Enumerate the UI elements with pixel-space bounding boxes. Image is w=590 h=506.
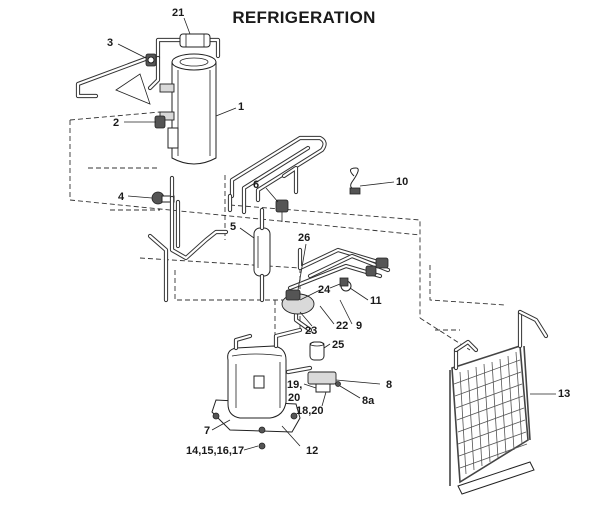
compressor-12: [211, 327, 303, 450]
valve-3: [145, 53, 157, 67]
valve-6: [275, 199, 289, 222]
callout-20: 20: [288, 392, 300, 404]
callout-7: 7: [204, 425, 210, 437]
page-title: REFRIGERATION: [232, 8, 376, 27]
callout-5: 5: [230, 221, 236, 233]
callout-1: 1: [238, 101, 244, 113]
canister-25: [309, 341, 325, 361]
callout-19: 19,: [287, 379, 302, 391]
callout-11: 11: [370, 295, 382, 307]
callout-2: 2: [113, 117, 119, 129]
callout-22: 22: [336, 320, 348, 332]
valve-2: [154, 115, 166, 129]
callout-4: 4: [118, 191, 125, 203]
callout-3: 3: [107, 37, 113, 49]
callout-13: 13: [558, 388, 570, 400]
callout-23: 23: [305, 325, 317, 337]
filter-5: [253, 207, 271, 303]
callout-26: 26: [298, 232, 310, 244]
callout-25: 25: [332, 339, 344, 351]
valve-manifold-assembly: [281, 247, 391, 333]
sensor-probe-10: [349, 167, 361, 195]
callout-14-17: 14,15,16,17: [186, 445, 244, 457]
callout-6: 6: [253, 179, 259, 191]
callout-12: 12: [306, 445, 318, 457]
callout-24: 24: [318, 284, 331, 296]
callout-18-20: 18,20: [296, 405, 324, 417]
valve-4: [147, 175, 229, 303]
dashed-connection-lines: [69, 111, 506, 355]
callout-9: 9: [356, 320, 362, 332]
middle-coil-tubing: [227, 135, 327, 215]
drier-21: [179, 33, 211, 48]
leader-lines: [117, 17, 556, 451]
evaporator-coil-13: [449, 309, 549, 495]
callout-21: 21: [172, 7, 184, 19]
callout-8: 8: [386, 379, 392, 391]
receiver-tank-1: [159, 53, 217, 165]
callout-labels: 21 3 1 2 6 10 4 5 26 24 11 22 9 23 25 8 …: [107, 7, 570, 457]
relay-block-8: [285, 365, 341, 393]
callout-10: 10: [396, 176, 408, 188]
callout-8a: 8a: [362, 395, 375, 407]
